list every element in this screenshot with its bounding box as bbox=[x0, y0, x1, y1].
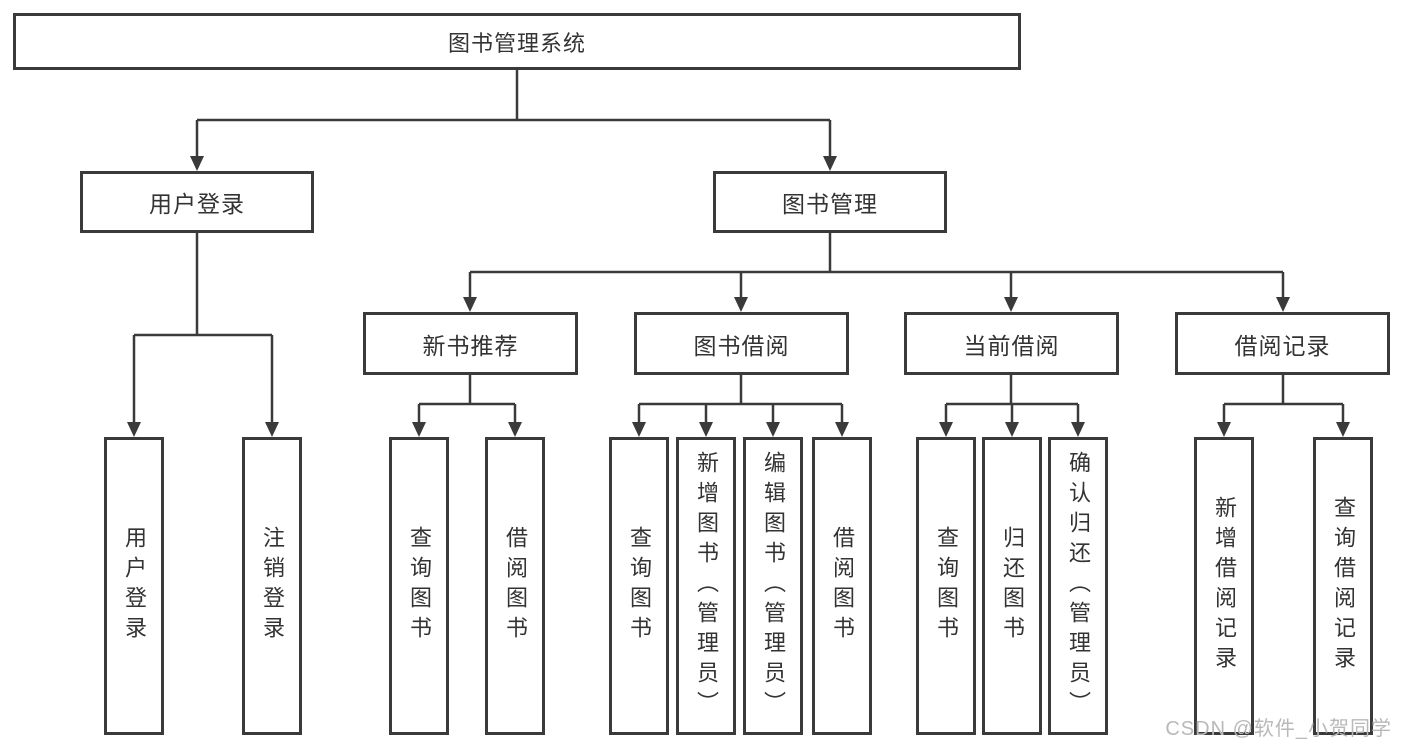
node-new-books: 新书推荐 bbox=[363, 312, 578, 375]
leaf-user-login-label: 用户登录 bbox=[122, 526, 147, 646]
leaf-logout-label: 注销登录 bbox=[260, 526, 285, 646]
node-book-borrow-label: 图书借阅 bbox=[693, 332, 790, 359]
node-new-books-label: 新书推荐 bbox=[422, 332, 519, 359]
leaf-current-return: 归还图书 bbox=[982, 437, 1042, 735]
leaf-records-add: 新增借阅记录 bbox=[1194, 437, 1254, 735]
leaf-borrow-add-admin: 新增图书（管理员） bbox=[676, 437, 736, 735]
leaf-current-confirm-admin: 确认归还（管理员） bbox=[1048, 437, 1108, 735]
leaf-newbooks-borrow-label: 借阅图书 bbox=[503, 526, 528, 646]
leaf-borrow-edit-admin-label: 编辑图书（管理员） bbox=[761, 451, 786, 721]
node-user-login: 用户登录 bbox=[80, 171, 314, 233]
leaf-current-query: 查询图书 bbox=[916, 437, 976, 735]
csdn-watermark: CSDN @软件_小贺同学 bbox=[1165, 718, 1392, 740]
leaf-records-query-label: 查询借阅记录 bbox=[1331, 496, 1356, 676]
leaf-borrow-add-admin-label: 新增图书（管理员） bbox=[694, 451, 719, 721]
node-root-system: 图书管理系统 bbox=[13, 13, 1021, 70]
node-borrow-records: 借阅记录 bbox=[1175, 312, 1390, 375]
node-root-label: 图书管理系统 bbox=[447, 30, 586, 56]
leaf-borrow-query: 查询图书 bbox=[609, 437, 669, 735]
leaf-user-login: 用户登录 bbox=[104, 437, 164, 735]
leaf-newbooks-borrow: 借阅图书 bbox=[485, 437, 545, 735]
leaf-records-add-label: 新增借阅记录 bbox=[1212, 496, 1237, 676]
node-current-borrow-label: 当前借阅 bbox=[963, 332, 1060, 359]
leaf-borrow-borrow: 借阅图书 bbox=[812, 437, 872, 735]
node-current-borrow: 当前借阅 bbox=[904, 312, 1119, 375]
leaf-borrow-edit-admin: 编辑图书（管理员） bbox=[743, 437, 803, 735]
node-borrow-records-label: 借阅记录 bbox=[1234, 332, 1331, 359]
leaf-borrow-query-label: 查询图书 bbox=[627, 526, 652, 646]
leaf-logout: 注销登录 bbox=[242, 437, 302, 735]
node-user-login-label: 用户登录 bbox=[149, 191, 245, 217]
node-book-management-label: 图书管理 bbox=[782, 191, 878, 217]
node-book-management: 图书管理 bbox=[713, 171, 947, 233]
leaf-current-confirm-admin-label: 确认归还（管理员） bbox=[1066, 451, 1091, 721]
leaf-current-query-label: 查询图书 bbox=[934, 526, 959, 646]
node-book-borrow: 图书借阅 bbox=[634, 312, 849, 375]
leaf-newbooks-query: 查询图书 bbox=[389, 437, 449, 735]
leaf-records-query: 查询借阅记录 bbox=[1313, 437, 1373, 735]
leaf-current-return-label: 归还图书 bbox=[1000, 526, 1025, 646]
leaf-borrow-borrow-label: 借阅图书 bbox=[830, 526, 855, 646]
leaf-newbooks-query-label: 查询图书 bbox=[407, 526, 432, 646]
